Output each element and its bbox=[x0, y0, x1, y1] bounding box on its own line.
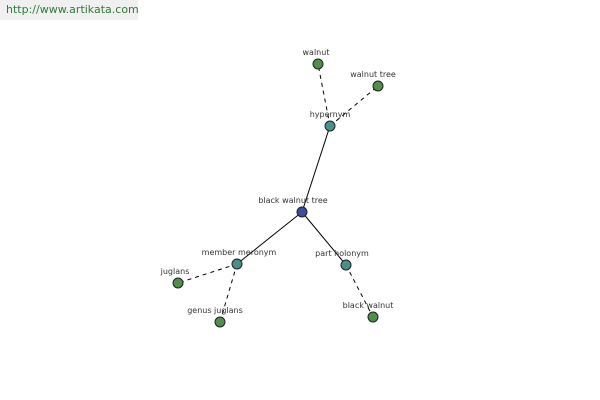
edge-center-part_holonym bbox=[301, 211, 347, 266]
node-walnut-tree[interactable] bbox=[372, 80, 384, 92]
edge-center-hypernym bbox=[301, 125, 331, 213]
watermark-url: http://www.artikata.com bbox=[0, 0, 139, 20]
edge-center-member_meronym bbox=[236, 211, 303, 265]
node-label-hypernym: hypernym bbox=[310, 110, 351, 119]
graph-edges bbox=[177, 63, 379, 323]
edge-hypernym-walnut bbox=[317, 63, 331, 127]
node-walnut[interactable] bbox=[312, 58, 324, 70]
node-juglans[interactable] bbox=[172, 277, 184, 289]
node-label-walnut-tree: walnut tree bbox=[350, 70, 396, 79]
node-label-genus-juglans: genus juglans bbox=[187, 306, 243, 315]
node-label-center: black walnut tree bbox=[258, 196, 327, 205]
node-black-walnut[interactable] bbox=[367, 311, 379, 323]
edge-part_holonym-black_walnut bbox=[345, 264, 374, 318]
edge-member_meronym-juglans bbox=[177, 263, 238, 284]
edge-member_meronym-genus_juglans bbox=[219, 263, 238, 323]
node-part-holonym[interactable] bbox=[340, 259, 352, 271]
node-label-part-holonym: part holonym bbox=[315, 249, 369, 258]
node-label-member-meronym: member meronym bbox=[202, 248, 277, 257]
node-genus-juglans[interactable] bbox=[214, 316, 226, 328]
graph-nodes: black walnut tree hypernym member meronym p… bbox=[160, 48, 396, 328]
node-label-juglans: juglans bbox=[160, 267, 190, 276]
node-hypernym[interactable] bbox=[324, 120, 336, 132]
node-label-black-walnut: black walnut bbox=[343, 301, 394, 310]
node-member-meronym[interactable] bbox=[231, 258, 243, 270]
node-center[interactable] bbox=[296, 206, 308, 218]
edge-hypernym-walnut_tree bbox=[329, 85, 379, 127]
node-label-walnut: walnut bbox=[303, 48, 330, 57]
